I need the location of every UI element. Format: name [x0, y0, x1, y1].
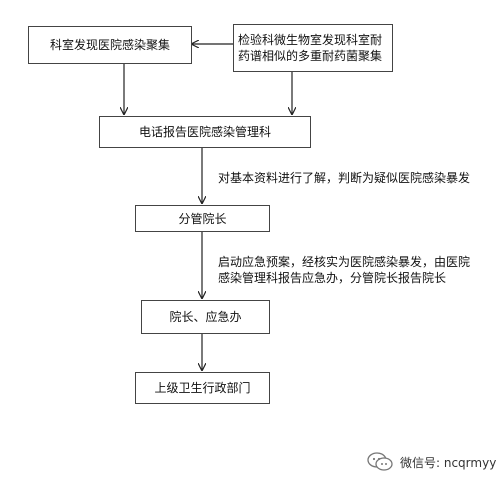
- note-step2-line1: 启动应急预案，经核实为医院感染暴发，由医院: [218, 255, 471, 269]
- note-step1: 对基本资料进行了解，判断为疑似医院感染暴发: [218, 170, 470, 186]
- watermark: 微信号: ncqrmyy: [366, 450, 496, 474]
- box-dean-emergency-label: 院长、应急办: [169, 310, 242, 324]
- box-lab-found-line2: 药谱相似的多重耐药菌聚集: [238, 49, 383, 63]
- box-health-dept: 上级卫生行政部门: [135, 372, 270, 404]
- box-report: 电话报告医院感染管理科: [99, 116, 311, 148]
- box-lab-found-line1: 检验科微生物室发现科室耐: [238, 33, 383, 47]
- wechat-icon: [367, 452, 393, 471]
- note-step2-line2: 感染管理科报告应急办，分管院长报告院长: [218, 271, 447, 285]
- box-dean-emergency: 院长、应急办: [141, 300, 270, 334]
- box-deputy-dean: 分管院长: [135, 205, 270, 232]
- watermark-text: 微信号: ncqrmyy: [400, 455, 497, 470]
- box-report-label: 电话报告医院感染管理科: [138, 125, 271, 139]
- note-step1-text: 对基本资料进行了解，判断为疑似医院感染暴发: [218, 171, 471, 185]
- box-dept-found-label: 科室发现医院感染聚集: [49, 38, 170, 52]
- box-dept-found: 科室发现医院感染聚集: [28, 26, 192, 64]
- box-health-dept-label: 上级卫生行政部门: [154, 381, 251, 395]
- box-deputy-dean-label: 分管院长: [178, 211, 227, 226]
- note-step2: 启动应急预案，经核实为医院感染暴发，由医院 感染管理科报告应急办，分管院长报告院…: [218, 254, 470, 286]
- box-lab-found: 检验科微生物室发现科室耐 药谱相似的多重耐药菌聚集: [233, 24, 393, 72]
